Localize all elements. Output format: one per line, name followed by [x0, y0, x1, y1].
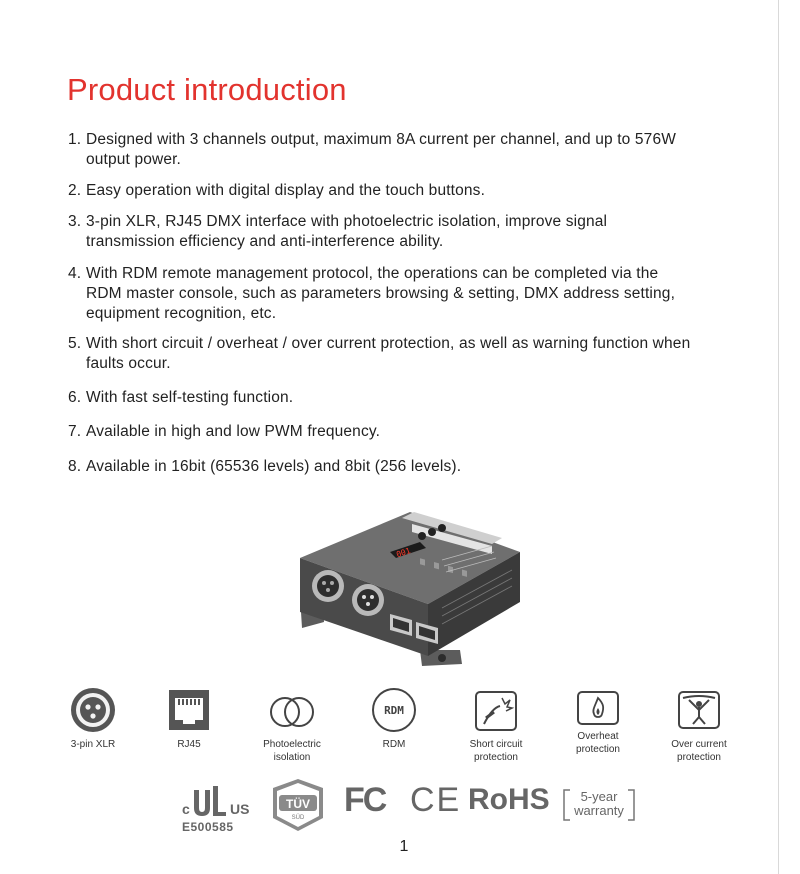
feature-number: 3. [68, 213, 82, 230]
tuv-sub-text: SÜD [292, 814, 305, 821]
feature-item-1: 1. Designed with 3 channels output, maxi… [68, 130, 748, 170]
icon-cell-photoelectric-isolation: Photoelectric isolation [237, 686, 347, 764]
ul-us-mark: US [230, 801, 249, 817]
icon-cell-xlr: 3-pin XLR [38, 686, 148, 751]
warranty-line-2: warranty [574, 803, 624, 818]
page-title: Product introduction [67, 72, 347, 107]
feature-text-line: 3-pin XLR, RJ45 DMX interface with photo… [86, 213, 608, 230]
warranty-badge-frame [563, 789, 635, 821]
feature-text-line: Designed with 3 channels output, maximum… [86, 131, 676, 148]
display-readout: 001 [395, 546, 412, 559]
touch-button [428, 528, 436, 536]
page-edge-rule [778, 0, 779, 874]
photoelectric-isolation-icon [270, 697, 314, 727]
feature-number: 2. [68, 182, 82, 199]
touch-button [418, 532, 426, 540]
feature-number: 8. [68, 458, 82, 475]
ul-c-mark: c [182, 801, 190, 817]
icon-label: 3-pin XLR [70, 739, 116, 750]
feature-icon-row: 3-pin XLR RJ45 Photoelectric isolation R… [0, 686, 800, 776]
feature-item-5: 5. With short circuit / overheat / over … [68, 334, 748, 374]
feature-text-line: transmission efficiency and anti-interfe… [86, 233, 444, 250]
feature-item-7: 7. Available in high and low PWM frequen… [68, 422, 748, 442]
over-current-protection-icon [678, 691, 720, 729]
overheat-protection-icon [577, 691, 619, 725]
icon-label: Overheat protection [576, 731, 620, 755]
rj45-icon [169, 690, 209, 730]
feature-number: 7. [68, 423, 82, 440]
xlr-icon [71, 688, 115, 732]
feature-number: 6. [68, 389, 82, 406]
feature-text-line: With fast self-testing function. [86, 389, 294, 406]
short-circuit-protection-icon [475, 691, 517, 731]
warranty-badge: 5-year warranty [562, 790, 636, 818]
dmx-decoder-device-image: 001 [300, 512, 520, 666]
feature-number: 5. [68, 335, 82, 352]
feature-text-line: Available in high and low PWM frequency. [86, 423, 381, 440]
feature-text-line: RDM master console, such as parameters b… [86, 285, 676, 302]
feature-text-line: faults occur. [86, 355, 171, 372]
feature-number: 4. [68, 265, 82, 282]
feature-item-4: 4. With RDM remote management protocol, … [68, 264, 748, 324]
feature-text-line: With short circuit / overheat / over cur… [86, 335, 691, 352]
terminal-block [402, 512, 502, 544]
feature-text-line: Easy operation with digital display and … [86, 182, 486, 199]
rdm-icon: RDM [372, 688, 416, 732]
feature-item-2: 2. Easy operation with digital display a… [68, 181, 748, 201]
icon-label: Short circuit protection [469, 739, 523, 763]
feature-text-line: equipment recognition, etc. [86, 305, 277, 322]
feature-text-line: With RDM remote management protocol, the… [86, 265, 659, 282]
certification-logos: c US E500585 TÜV SÜD FC CE RoHS 5-year w… [170, 778, 650, 834]
icon-label: Photoelectric isolation [263, 739, 321, 763]
icon-cell-rdm: RDM RDM [339, 686, 449, 751]
icon-cell-short-circuit: Short circuit protection [441, 686, 551, 764]
touch-button [438, 524, 446, 532]
ce-logo: CE [410, 781, 462, 819]
icon-cell-over-current: Over current protection [644, 686, 754, 764]
warranty-line-1: 5-year [580, 789, 618, 804]
digital-display [390, 542, 426, 558]
icon-label: Over current protection [671, 739, 727, 763]
page-number: 1 [399, 838, 409, 855]
tuv-text: TÜV [286, 796, 310, 811]
feature-item-3: 3. 3-pin XLR, RJ45 DMX interface with ph… [68, 212, 748, 252]
ul-listed-logo: c US [182, 786, 249, 817]
rdm-icon-text: RDM [384, 704, 404, 717]
icon-cell-overheat: Overheat protection [543, 686, 653, 756]
feature-item-6: 6. With fast self-testing function. [68, 388, 748, 408]
tuv-sud-logo: TÜV SÜD [273, 779, 323, 831]
feature-item-8: 8. Available in 16bit (65536 levels) and… [68, 457, 748, 477]
icon-label: RJ45 [177, 739, 201, 750]
icon-label: RDM [382, 739, 406, 750]
fcc-logo: FC [344, 781, 387, 819]
icon-cell-rj45: RJ45 [134, 686, 244, 751]
feature-text-line: Available in 16bit (65536 levels) and 8b… [86, 458, 462, 475]
rohs-logo: RoHS [468, 783, 550, 816]
feature-text-line: output power. [86, 151, 182, 168]
feature-number: 1. [68, 131, 82, 148]
ul-file-number: E500585 [182, 820, 234, 834]
